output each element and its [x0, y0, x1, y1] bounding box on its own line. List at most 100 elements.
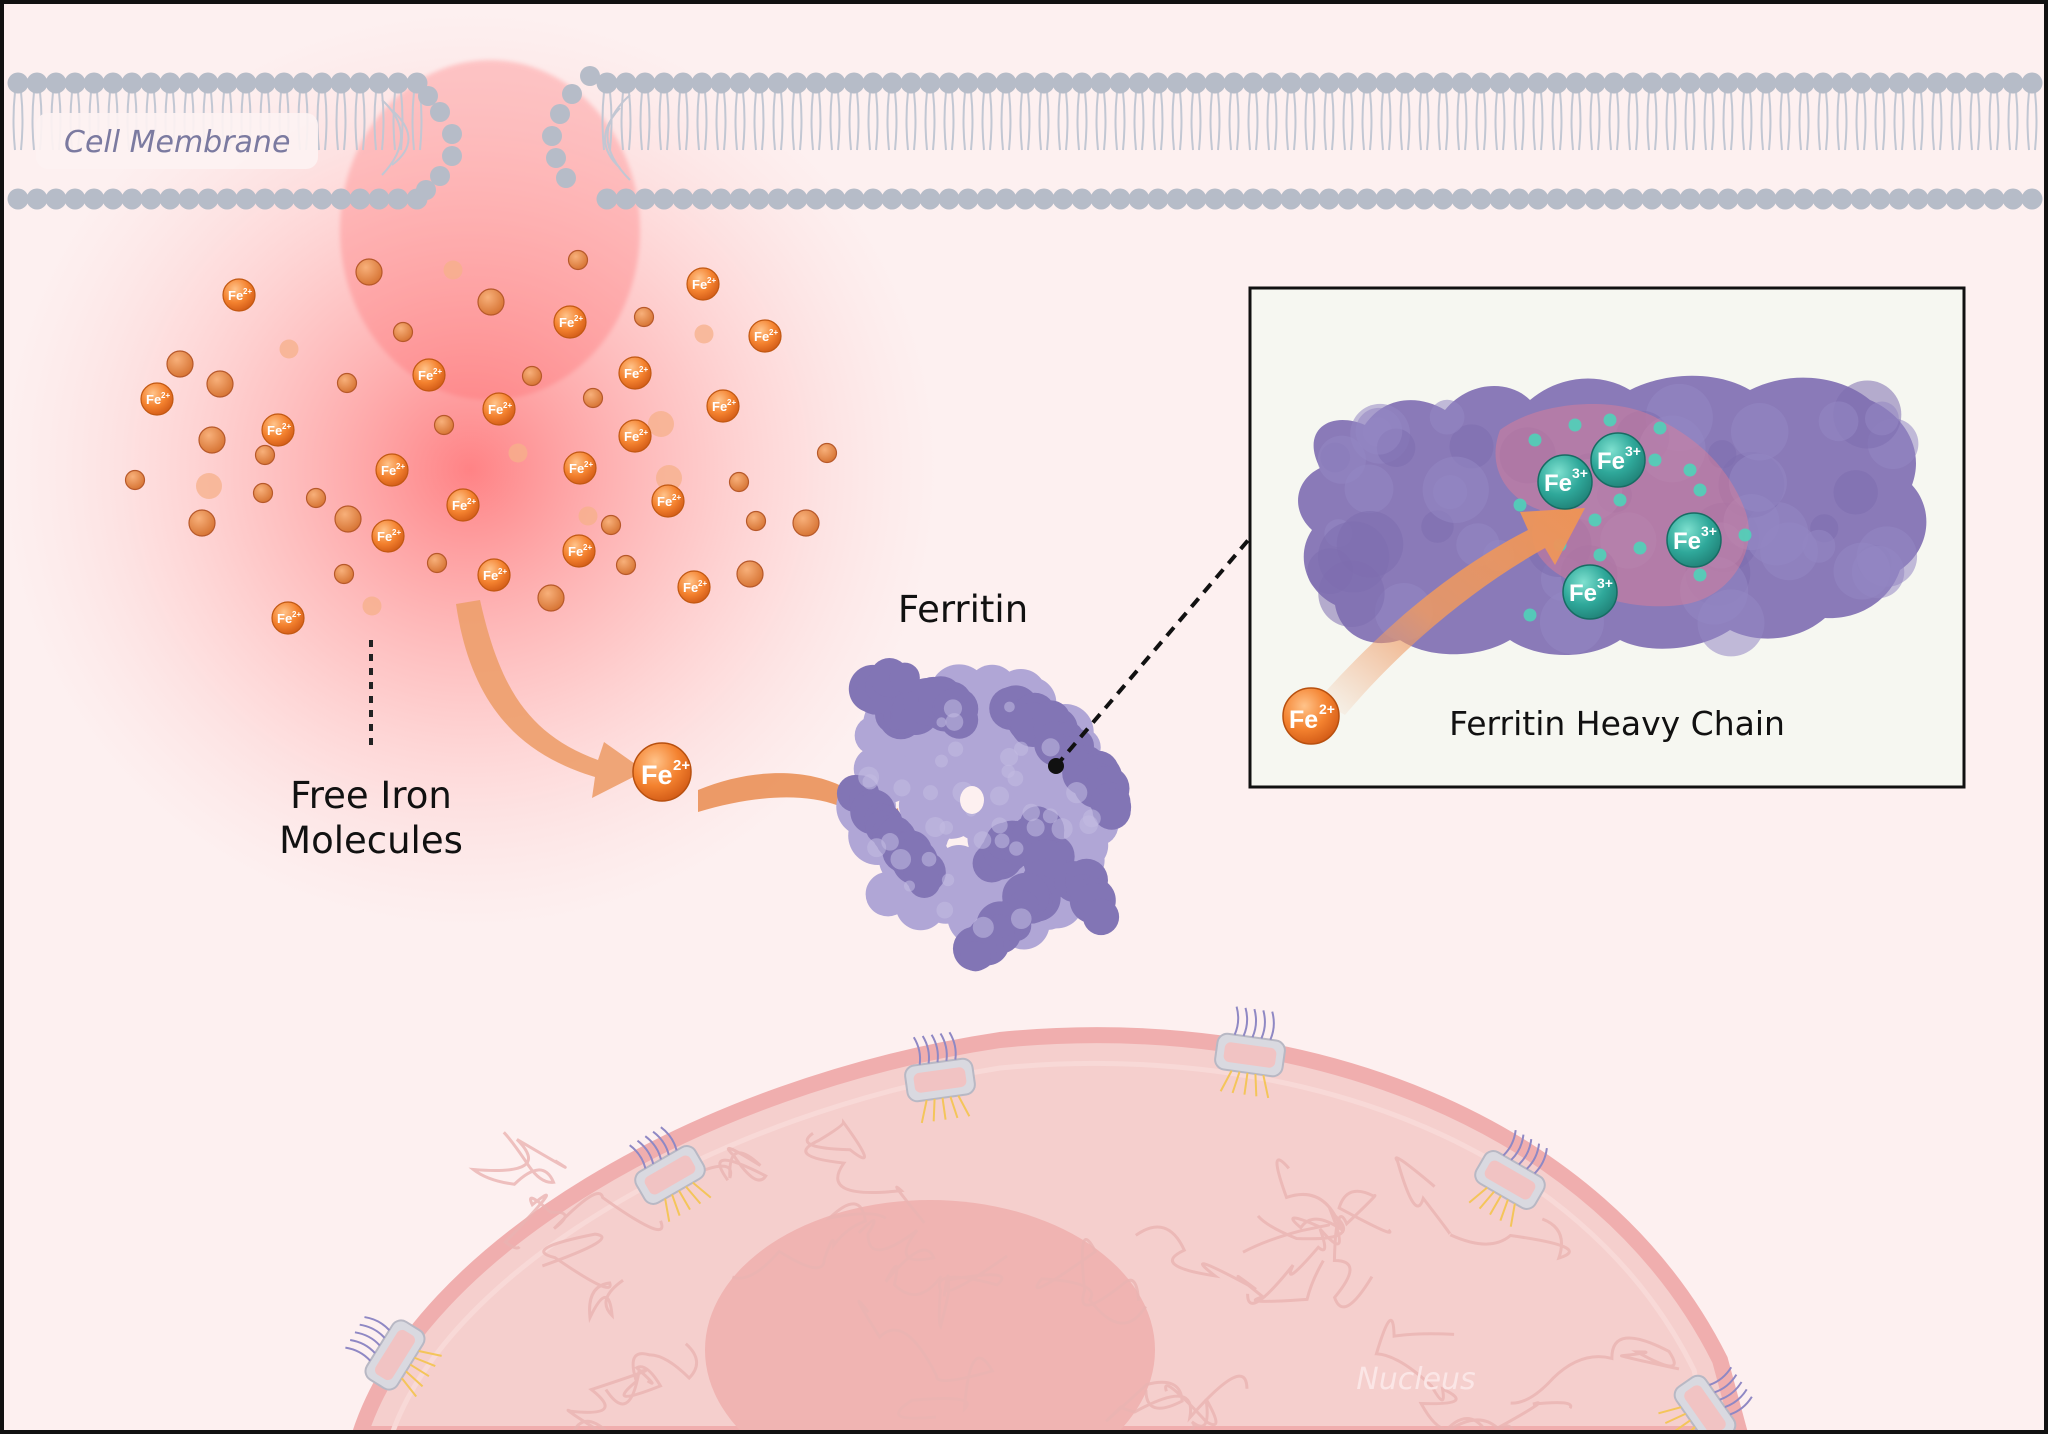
iron-particle [508, 443, 528, 463]
iron-particle [615, 554, 637, 576]
iron-particle [252, 482, 274, 504]
svg-text:2+: 2+ [503, 401, 512, 410]
svg-text:2+: 2+ [584, 460, 593, 469]
svg-text:2+: 2+ [672, 493, 681, 502]
iron-particle [736, 560, 764, 588]
ferritin-label: Ferritin [898, 588, 1028, 631]
svg-text:Fe: Fe [267, 423, 282, 438]
ferritin-heavy-chain-label: Ferritin Heavy Chain [1449, 704, 1785, 743]
iron-particle [567, 249, 589, 271]
free-iron-label-line2: Molecules [279, 819, 463, 862]
iron-particle [333, 563, 355, 585]
inset-fe2-ion: Fe 2+ [1282, 687, 1340, 745]
iron-particle [537, 584, 565, 612]
svg-text:2+: 2+ [698, 579, 707, 588]
svg-text:Fe: Fe [1289, 706, 1318, 734]
svg-text:Fe: Fe [483, 568, 498, 583]
cell-membrane-label-bg [36, 113, 318, 169]
svg-text:2+: 2+ [396, 462, 405, 471]
nucleus-label: Nucleus [1356, 1362, 1475, 1397]
nuclear-pore [1468, 1130, 1548, 1227]
svg-text:2+: 2+ [639, 428, 648, 437]
svg-text:Fe: Fe [754, 329, 769, 344]
svg-text:2+: 2+ [639, 365, 648, 374]
nucleolus [705, 1200, 1155, 1434]
svg-text:2+: 2+ [574, 314, 583, 323]
svg-text:Fe: Fe [568, 544, 583, 559]
nuclear-pore [1214, 1006, 1286, 1099]
iron-particle [305, 487, 327, 509]
svg-text:Fe: Fe [624, 429, 639, 444]
svg-text:3+: 3+ [1572, 465, 1588, 481]
svg-text:Fe: Fe [1544, 470, 1572, 497]
svg-text:3+: 3+ [1625, 443, 1641, 459]
iron-particle [694, 324, 714, 344]
iron-particle [334, 505, 362, 533]
svg-text:Fe: Fe [277, 611, 292, 626]
svg-text:3+: 3+ [1597, 575, 1613, 591]
svg-text:Fe: Fe [228, 288, 243, 303]
svg-text:Fe: Fe [692, 277, 707, 292]
svg-text:2+: 2+ [769, 328, 778, 337]
ferritin-protein [836, 658, 1132, 972]
svg-text:Fe: Fe [418, 368, 433, 383]
iron-particle [279, 339, 299, 359]
iron-particle [816, 442, 838, 464]
svg-text:Fe: Fe [1673, 528, 1701, 555]
svg-text:Fe: Fe [1569, 580, 1597, 607]
svg-text:Fe: Fe [657, 494, 672, 509]
iron-particle [254, 444, 276, 466]
svg-text:2+: 2+ [161, 391, 170, 400]
svg-text:2+: 2+ [498, 567, 507, 576]
svg-text:Fe: Fe [1597, 448, 1625, 475]
iron-particle [426, 552, 448, 574]
iron-particle [166, 350, 194, 378]
iron-particle [188, 509, 216, 537]
fe2-ion-transit: Fe 2+ [632, 742, 692, 802]
iron-particle [196, 473, 222, 499]
iron-particle [124, 469, 146, 491]
svg-text:2+: 2+ [707, 276, 716, 285]
svg-text:2+: 2+ [243, 287, 252, 296]
iron-glow [0, 10, 940, 930]
svg-text:Fe: Fe [146, 392, 161, 407]
svg-text:2+: 2+ [673, 757, 690, 774]
iron-particle [336, 372, 358, 394]
iron-particle [198, 426, 226, 454]
svg-text:2+: 2+ [433, 367, 442, 376]
iron-particle [728, 471, 750, 493]
svg-text:Fe: Fe [377, 529, 392, 544]
svg-text:2+: 2+ [282, 422, 291, 431]
svg-text:2+: 2+ [292, 610, 301, 619]
cell-membrane [7, 66, 2043, 210]
arrow-to-fe2 [456, 600, 645, 798]
svg-text:2+: 2+ [392, 528, 401, 537]
free-iron-label-line1: Free Iron [290, 774, 452, 817]
svg-text:Fe: Fe [452, 498, 467, 513]
iron-particle [443, 260, 463, 280]
iron-particle [206, 370, 234, 398]
svg-text:Fe: Fe [641, 760, 673, 790]
svg-text:Fe: Fe [683, 580, 698, 595]
svg-text:2+: 2+ [583, 543, 592, 552]
svg-text:Fe: Fe [624, 366, 639, 381]
